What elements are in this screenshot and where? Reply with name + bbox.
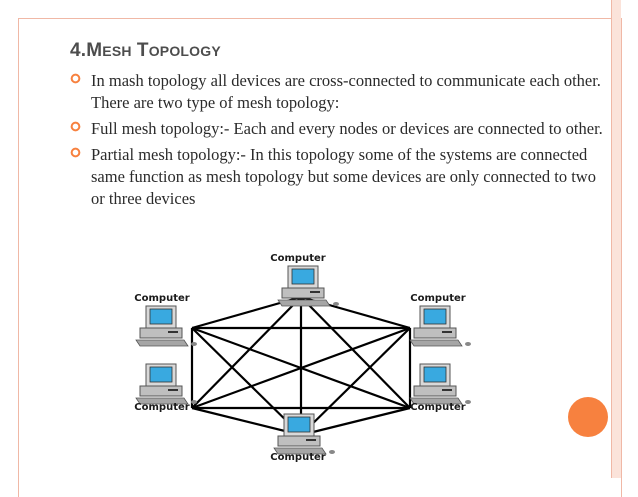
computer-label: Computer bbox=[410, 402, 465, 413]
computer-label: Computer bbox=[270, 253, 325, 264]
computer-node-top-right: Computer bbox=[409, 293, 472, 347]
computer-label: Computer bbox=[270, 452, 325, 463]
computer-label: Computer bbox=[134, 293, 189, 304]
bullet-item: In mash topology all devices are cross-c… bbox=[70, 70, 610, 114]
title-prefix: 4. bbox=[70, 40, 87, 61]
title-word2-rest: OPOLOGY bbox=[148, 43, 221, 59]
computer-node-bottom-right: Computer bbox=[409, 363, 472, 413]
mesh-topology-diagram: Computer Computer Computer Computer Comp… bbox=[134, 253, 472, 463]
computer-icon bbox=[277, 265, 340, 307]
bullet-item: Full mesh topology:- Each and every node… bbox=[70, 118, 610, 140]
decorative-orange-circle bbox=[568, 397, 608, 437]
computer-node-top-left: Computer bbox=[134, 293, 198, 347]
mesh-links bbox=[190, 295, 412, 437]
computer-node-top: Computer bbox=[270, 253, 340, 307]
bullet-ring-icon bbox=[70, 147, 81, 158]
computer-icon bbox=[273, 413, 336, 455]
computer-label: Computer bbox=[410, 293, 465, 304]
computer-icon bbox=[135, 305, 198, 347]
slide: 4.MESH TOPOLOGY In mash topology all dev… bbox=[18, 0, 622, 497]
bullet-ring-icon bbox=[70, 73, 81, 84]
computer-icon bbox=[409, 363, 472, 405]
bullet-text: In mash topology all devices are cross-c… bbox=[91, 71, 601, 112]
title-word1-initial: M bbox=[86, 40, 103, 61]
computer-icon bbox=[135, 363, 198, 405]
bullet-item: Partial mesh topology:- In this topology… bbox=[70, 144, 610, 210]
title-word2-initial: T bbox=[136, 40, 149, 61]
bullet-ring-icon bbox=[70, 121, 81, 132]
slide-right-band bbox=[611, 0, 621, 478]
computer-node-bottom-left: Computer bbox=[134, 363, 198, 413]
bullet-text: Partial mesh topology:- In this topology… bbox=[91, 145, 596, 208]
computer-icon bbox=[409, 305, 472, 347]
bullet-text: Full mesh topology:- Each and every node… bbox=[91, 119, 603, 138]
computer-node-bottom: Computer bbox=[270, 413, 336, 463]
slide-frame bbox=[18, 18, 622, 497]
bullet-list: In mash topology all devices are cross-c… bbox=[70, 70, 610, 214]
slide-title: 4.MESH TOPOLOGY bbox=[70, 40, 221, 62]
title-word1-rest: ESH bbox=[102, 43, 132, 59]
computer-label: Computer bbox=[134, 402, 189, 413]
